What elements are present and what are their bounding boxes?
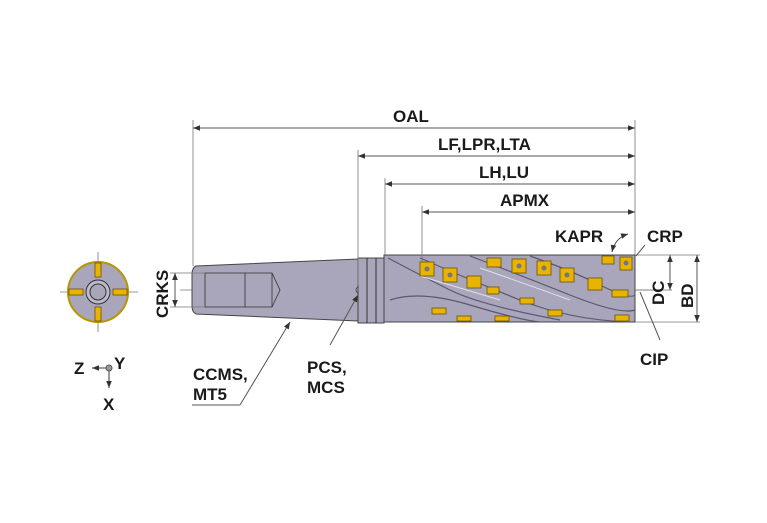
pcs-label-line2: MCS (307, 378, 345, 397)
bd-label: BD (678, 283, 697, 308)
axis-x-label: X (103, 395, 115, 414)
lh-label: LH,LU (479, 163, 529, 182)
cip-label: CIP (640, 350, 668, 369)
dc-label: DC (649, 280, 668, 305)
apmx-label: APMX (500, 191, 550, 210)
ccms-label-line1: CCMS, (193, 365, 248, 384)
end-view (60, 252, 138, 332)
cutter-body (383, 254, 636, 323)
axis-triad: Z Y X (74, 354, 126, 414)
pcs-label-line1: PCS, (307, 358, 347, 377)
crp-label: CRP (647, 227, 683, 246)
lf-label: LF,LPR,LTA (438, 135, 531, 154)
oal-label: OAL (393, 107, 429, 126)
crks-label: CRKS (153, 270, 172, 318)
axis-y-label: Y (114, 354, 126, 373)
ccms-label-line2: MT5 (193, 385, 227, 404)
taper-shank (191, 257, 385, 324)
kapr-label: KAPR (555, 227, 603, 246)
axis-z-label: Z (74, 359, 84, 378)
dimension-lines (172, 125, 700, 406)
